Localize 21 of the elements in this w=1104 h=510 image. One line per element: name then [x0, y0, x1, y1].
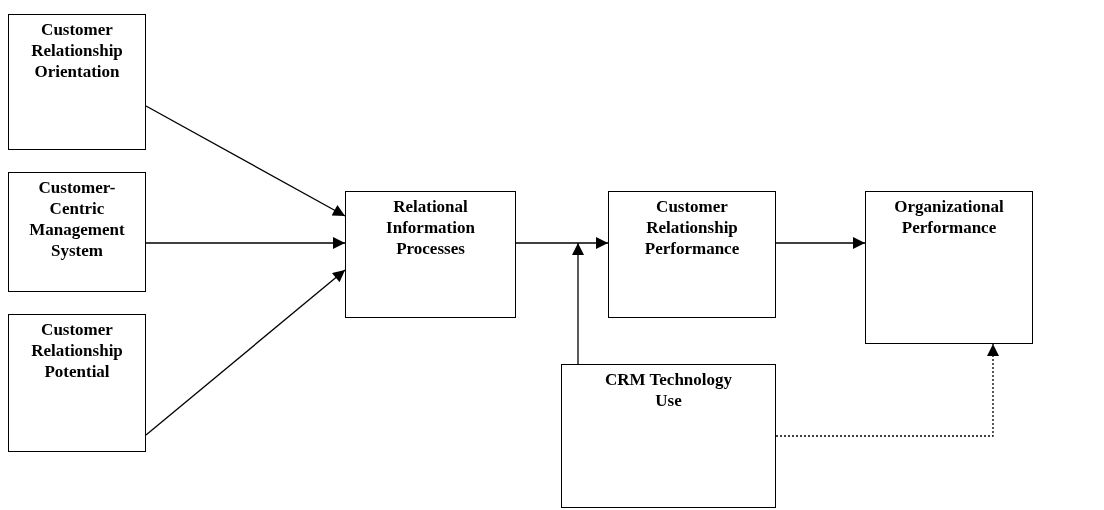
box-label: Relational Information Processes — [385, 196, 476, 259]
arrow — [145, 237, 346, 249]
process-box — [8, 314, 146, 452]
box-label: Customer Relationship Potential — [30, 319, 124, 382]
process-box — [608, 191, 776, 318]
process-box — [345, 191, 516, 318]
process-box — [865, 191, 1033, 344]
process-box — [8, 172, 146, 292]
arrow — [145, 269, 346, 436]
arrow — [775, 237, 866, 249]
arrow — [572, 242, 584, 365]
arrow — [515, 237, 609, 249]
process-box — [561, 364, 776, 508]
arrow — [145, 105, 346, 217]
box-label: Customer Relationship Orientation — [30, 19, 124, 82]
box-label: Organizational Performance — [893, 196, 1005, 238]
box-label: Customer Relationship Performance — [643, 196, 741, 259]
box-label: Customer-Centric Management System — [28, 177, 126, 261]
process-box — [8, 14, 146, 150]
arrow — [775, 343, 999, 437]
box-label: CRM Technology Use — [603, 369, 733, 411]
